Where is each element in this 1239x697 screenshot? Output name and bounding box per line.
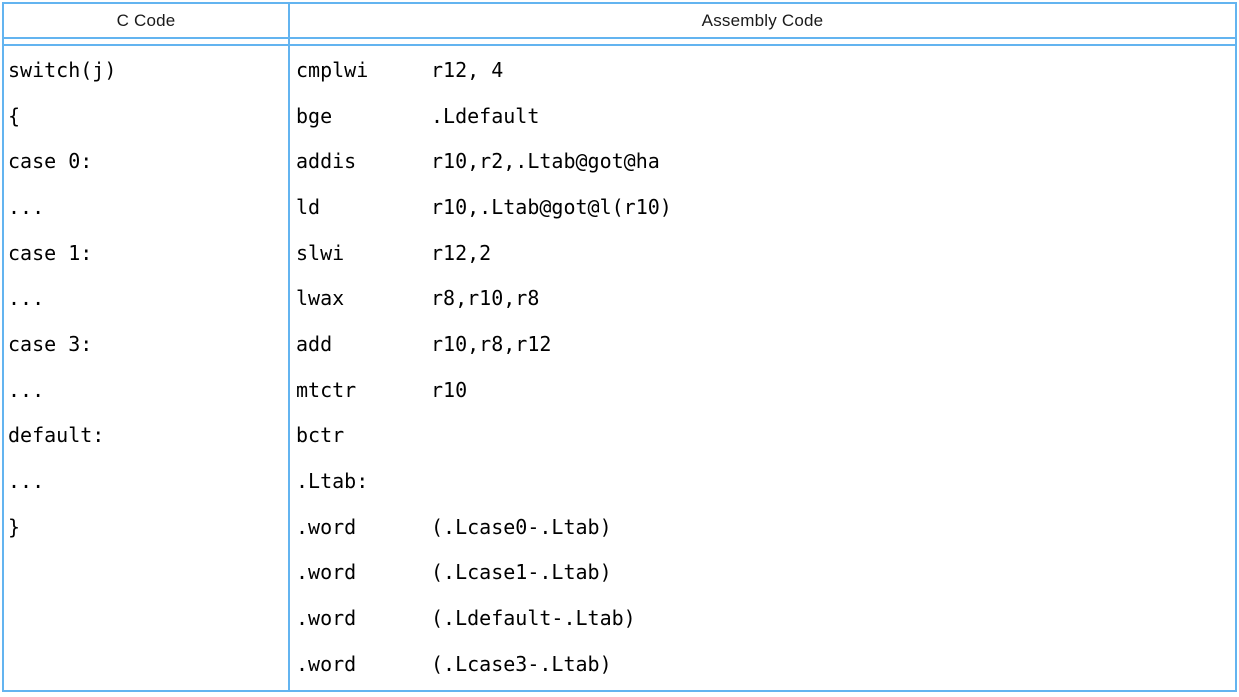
assembly-line: bctr [290, 413, 1235, 459]
assembly-mnemonic: mtctr [296, 377, 357, 402]
c-code-text: switch(j) [8, 57, 117, 82]
c-code-header-label: C Code [116, 10, 176, 30]
assembly-line: ld r10,.Ltab@got@l(r10) [290, 184, 1235, 230]
c-code-line: ... [4, 458, 288, 504]
assembly-operands: r10,.Ltab@got@l(r10) [431, 194, 672, 219]
assembly-operands: r8,r10,r8 [431, 286, 540, 311]
header-double-rule-left [4, 39, 290, 46]
assembly-operands: r10,r2,.Ltab@got@ha [431, 149, 660, 174]
assembly-operands: r12, 4 [431, 57, 504, 82]
assembly-code-column: cmplwi r12, 4 bge .Ldefault addis r10,r2,.Lta… [290, 46, 1235, 690]
assembly-mnemonic: bge [296, 103, 333, 128]
header-double-rule-right [290, 39, 1235, 46]
assembly-line: .word (.Lcase0-.Ltab) [290, 504, 1235, 550]
assembly-mnemonic: addis [296, 149, 357, 174]
assembly-operands: (.Ldefault-.Ltab) [431, 606, 636, 631]
assembly-operands: .Ldefault [431, 103, 540, 128]
c-code-text: case 1: [8, 240, 93, 265]
c-code-line: { [4, 93, 288, 139]
assembly-mnemonic: bctr [296, 423, 345, 448]
c-code-text: ... [8, 194, 45, 219]
c-code-line [4, 641, 288, 687]
assembly-line: .word (.Ldefault-.Ltab) [290, 595, 1235, 641]
assembly-mnemonic: ld [296, 194, 321, 219]
c-code-column: switch(j) { case 0:... case 1:... case 3:...… [4, 46, 290, 690]
c-code-text: ... [8, 469, 45, 494]
c-code-text: { [8, 103, 21, 128]
c-code-line: case 0: [4, 138, 288, 184]
assembly-line: add r10,r8,r12 [290, 321, 1235, 367]
assembly-operands: (.Lcase3-.Ltab) [431, 651, 612, 676]
assembly-operands: r12,2 [431, 240, 492, 265]
assembly-operands: (.Lcase1-.Ltab) [431, 560, 612, 585]
assembly-mnemonic: cmplwi [296, 57, 369, 82]
c-code-line: ... [4, 367, 288, 413]
c-code-text: ... [8, 286, 45, 311]
assembly-mnemonic: .word [296, 606, 357, 631]
assembly-line: slwi r12,2 [290, 230, 1235, 276]
assembly-line: lwax r8,r10,r8 [290, 275, 1235, 321]
assembly-mnemonic: .word [296, 560, 357, 585]
assembly-operands: r10 [431, 377, 468, 402]
assembly-line: mtctr r10 [290, 367, 1235, 413]
c-code-text: } [8, 514, 21, 539]
assembly-line: .word (.Lcase1-.Ltab) [290, 550, 1235, 596]
c-code-line: ... [4, 275, 288, 321]
assembly-mnemonic: .word [296, 651, 357, 676]
c-code-line: case 3: [4, 321, 288, 367]
c-code-line: ... [4, 184, 288, 230]
c-code-line: switch(j) [4, 47, 288, 93]
c-code-line [4, 550, 288, 596]
assembly-line: addis r10,r2,.Ltab@got@ha [290, 138, 1235, 184]
assembly-mnemonic: slwi [296, 240, 345, 265]
assembly-mnemonic: add [296, 331, 333, 356]
assembly-code-header-label: Assembly Code [701, 10, 824, 30]
c-code-text: default: [8, 423, 105, 448]
column-header-assembly-code: Assembly Code [290, 4, 1235, 39]
column-header-c-code: C Code [4, 4, 290, 39]
assembly-line: .Ltab: [290, 458, 1235, 504]
c-code-line [4, 595, 288, 641]
c-code-line: } [4, 504, 288, 550]
assembly-mnemonic: .word [296, 514, 357, 539]
assembly-operands: (.Lcase0-.Ltab) [431, 514, 612, 539]
assembly-operands: r10,r8,r12 [431, 331, 552, 356]
assembly-mnemonic: lwax [296, 286, 345, 311]
assembly-line: cmplwi r12, 4 [290, 47, 1235, 93]
c-code-text: ... [8, 377, 45, 402]
c-code-text: case 0: [8, 149, 93, 174]
c-code-line: case 1: [4, 230, 288, 276]
assembly-mnemonic: .Ltab: [296, 469, 369, 494]
assembly-line: bge .Ldefault [290, 93, 1235, 139]
c-code-text: case 3: [8, 331, 93, 356]
assembly-line: .word (.Lcase3-.Ltab) [290, 641, 1235, 687]
c-code-line: default: [4, 413, 288, 459]
